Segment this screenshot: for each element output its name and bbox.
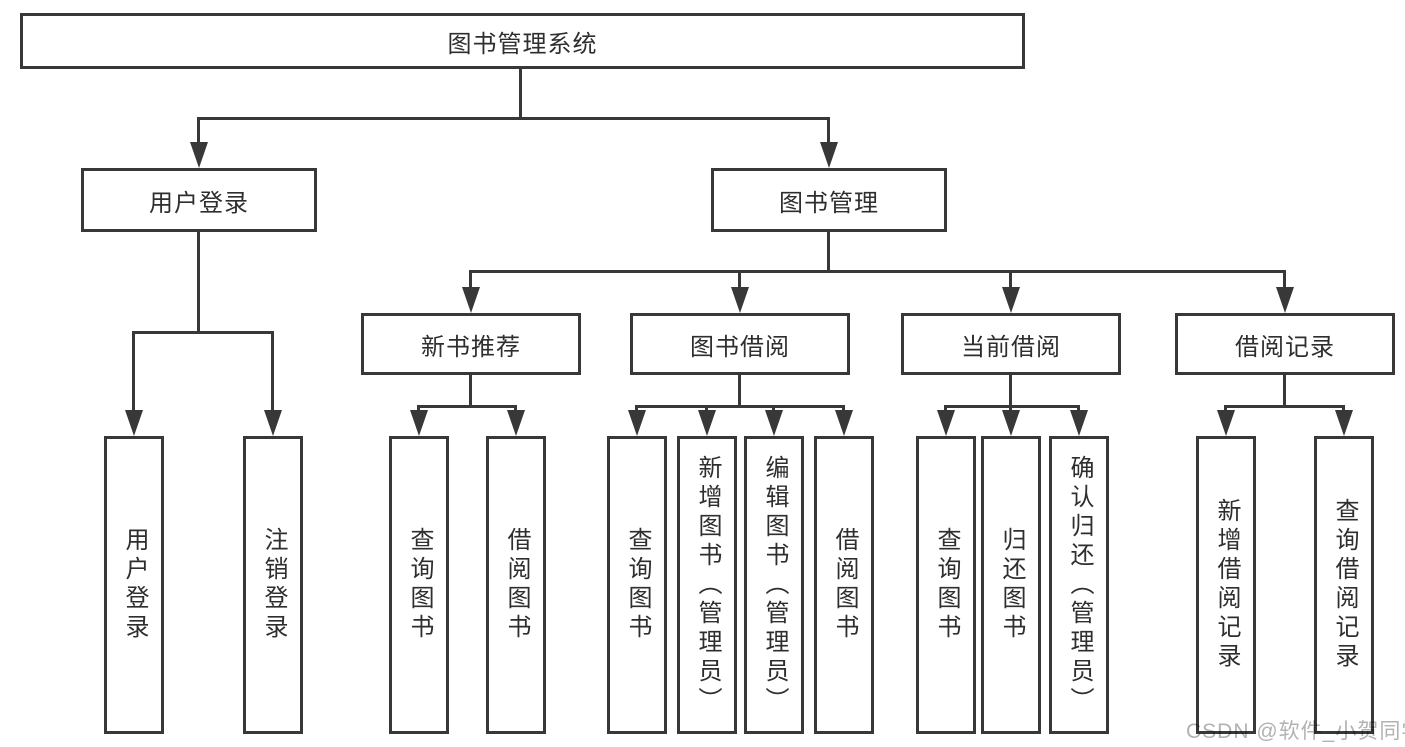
node-current-borrowing: 当前借阅 (901, 313, 1121, 375)
leaf-logout: 注销登录 (243, 436, 303, 734)
arrowhead-leaf-logout (264, 410, 282, 436)
connector-line (827, 117, 830, 145)
connector-line (1077, 405, 1080, 413)
leaf-borrow-books: 借阅图书 (814, 436, 874, 734)
connector-login-branch (133, 331, 274, 334)
connector-line (738, 270, 741, 290)
arrowhead-query-borrow-record (1335, 410, 1353, 436)
connector-line (1342, 405, 1345, 413)
arrowhead-borrowing-records (1276, 287, 1294, 313)
node-user-login: 用户登录 (81, 168, 317, 232)
connector-section4-stem (1283, 375, 1286, 407)
connector-section3-stem (1009, 375, 1012, 407)
leaf-add-books-admin: 新增图书（管理员） (677, 436, 737, 734)
connector-line (469, 270, 472, 290)
arrowhead-borrow-books (507, 410, 525, 436)
node-book-borrowing: 图书借阅 (630, 313, 850, 375)
leaf-query-borrow-record: 查询借阅记录 (1314, 436, 1374, 734)
leaf-confirm-return-admin: 确认归还（管理员） (1049, 436, 1109, 734)
arrowhead-add-books (698, 410, 716, 436)
connector-section4-branch (1225, 405, 1345, 408)
arrowhead-current-borrowing (1002, 287, 1020, 313)
connector-root-stem (519, 69, 522, 120)
arrowhead-query-books (937, 410, 955, 436)
connector-section2-stem (738, 375, 741, 407)
connector-line (635, 405, 638, 413)
connector-line (1224, 405, 1227, 413)
node-book-management: 图书管理 (711, 168, 947, 232)
arrowhead-leaf-user-login (125, 410, 143, 436)
arrowhead-new-book-recommend (462, 287, 480, 313)
arrowhead-confirm-return (1070, 410, 1088, 436)
connector-line (772, 405, 775, 413)
connector-line (1009, 270, 1012, 290)
leaf-return-books: 归还图书 (981, 436, 1041, 734)
leaf-query-books-recommend: 查询图书 (389, 436, 449, 734)
connector-manage-stem (827, 232, 830, 273)
leaf-borrow-books-recommend: 借阅图书 (486, 436, 546, 734)
connector-line (132, 331, 135, 413)
arrowhead-edit-books (765, 410, 783, 436)
connector-line (514, 405, 517, 413)
arrowhead-query-books (628, 410, 646, 436)
leaf-query-books-borrowing: 查询图书 (607, 436, 667, 734)
connector-line (944, 405, 947, 413)
connector-section3-branch (945, 405, 1080, 408)
connector-line (417, 405, 420, 413)
arrowhead-book-borrowing (731, 287, 749, 313)
connector-manage-branch (470, 270, 1286, 273)
connector-section1-stem (469, 375, 472, 407)
leaf-edit-books-admin: 编辑图书（管理员） (744, 436, 804, 734)
leaf-add-borrow-record: 新增借阅记录 (1196, 436, 1256, 734)
connector-root-branch (198, 117, 830, 120)
connector-line (705, 405, 708, 413)
arrowhead-book-management (820, 142, 838, 168)
connector-line (1283, 270, 1286, 290)
arrowhead-return-books (1002, 410, 1020, 436)
connector-line (842, 405, 845, 413)
connector-login-stem (197, 232, 200, 334)
leaf-user-login: 用户登录 (104, 436, 164, 734)
connector-section1-branch (418, 405, 517, 408)
connector-line (197, 117, 200, 145)
leaf-query-books-current: 查询图书 (916, 436, 976, 734)
connector-section2-branch (636, 405, 845, 408)
connector-line (271, 331, 274, 413)
connector-line (1009, 405, 1012, 413)
node-borrowing-records: 借阅记录 (1175, 313, 1395, 375)
arrowhead-add-borrow-record (1217, 410, 1235, 436)
node-library-management-system: 图书管理系统 (20, 13, 1025, 69)
arrowhead-query-books (410, 410, 428, 436)
arrowhead-borrow-books (835, 410, 853, 436)
csdn-watermark: CSDN @软件_小贺同学 (1186, 720, 1405, 743)
arrowhead-user-login (190, 142, 208, 168)
node-new-book-recommend: 新书推荐 (361, 313, 581, 375)
